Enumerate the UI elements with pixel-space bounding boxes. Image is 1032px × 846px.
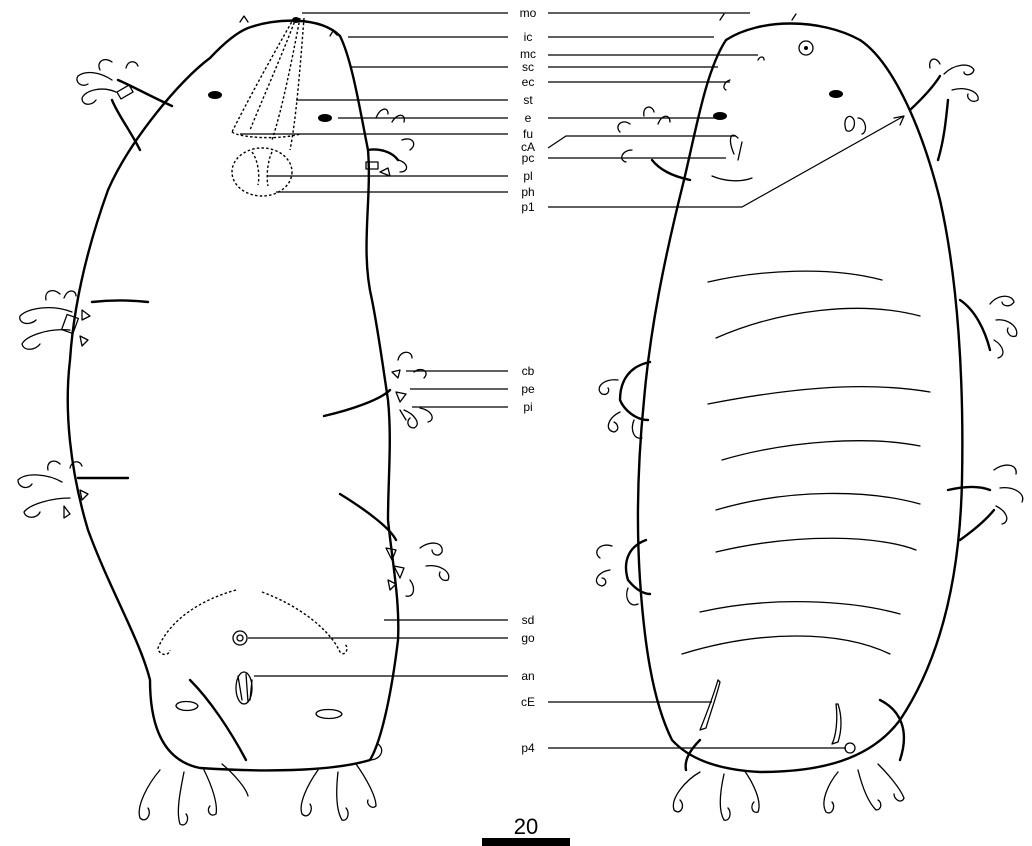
dorsal-leg-1-right	[910, 59, 978, 160]
structure-labels: mo ic mc sc ec st e fu cA pc pl ph p1 cb…	[520, 6, 537, 755]
ventral-eyespot-left	[208, 91, 222, 99]
dorsal-eyespot-left	[713, 112, 727, 120]
label-sd: sd	[522, 613, 535, 627]
cirrus-A	[731, 135, 742, 160]
label-an: an	[521, 669, 534, 683]
scale-bar-value: 20	[514, 814, 538, 839]
scale-bar-line	[482, 838, 570, 846]
label-p4: p4	[521, 741, 535, 755]
label-pl: pl	[523, 169, 532, 183]
ventral-eyespot-right	[318, 114, 332, 122]
dorsal-transverse-lines	[682, 271, 930, 654]
ventral-leg-1-left	[77, 60, 172, 150]
gonopore	[233, 631, 247, 645]
cirrus-E	[700, 680, 720, 730]
buccal-apparatus	[232, 17, 304, 196]
dorsal-view	[596, 14, 1022, 820]
label-p1: p1	[521, 200, 535, 214]
label-mc: mc	[520, 47, 536, 61]
label-ic: ic	[524, 30, 533, 44]
dorsal-leg-2-right	[960, 296, 1017, 358]
ventral-view	[18, 16, 449, 825]
label-cE: cE	[521, 695, 535, 709]
label-sc: sc	[522, 60, 534, 74]
label-pe: pe	[521, 382, 535, 396]
label-pc: pc	[522, 151, 535, 165]
label-mo: mo	[520, 6, 537, 20]
label-pi: pi	[523, 400, 532, 414]
label-e: e	[525, 111, 532, 125]
leader-lines	[240, 13, 904, 748]
ventral-leg-1-right	[366, 109, 414, 176]
label-ph: ph	[521, 185, 534, 199]
label-fu: fu	[523, 127, 533, 141]
label-cb: cb	[522, 364, 535, 378]
label-go: go	[521, 631, 535, 645]
ventral-leg-2-right	[324, 352, 432, 428]
ventral-leg-4	[139, 680, 381, 825]
ventral-leg-2-left	[20, 291, 148, 350]
scale-bar: 20	[482, 814, 570, 846]
dorsal-eyespot-right	[829, 90, 843, 98]
seminal-duct-right	[262, 592, 347, 654]
label-ec: ec	[522, 75, 535, 89]
dorsal-leg-4	[673, 700, 904, 820]
label-st: st	[523, 93, 533, 107]
seminal-duct-left	[158, 590, 236, 654]
